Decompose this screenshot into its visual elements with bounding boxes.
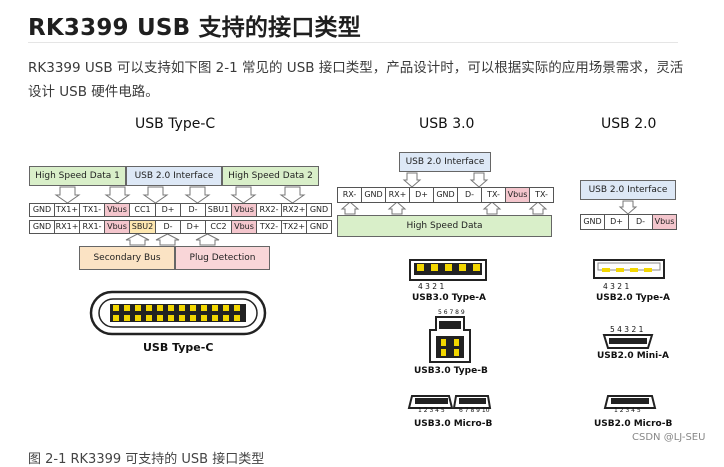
pin: GND [433, 187, 457, 203]
usb30-pin-row: RX- GND RX+ D+ GND D- TX- Vbus TX- [337, 187, 554, 203]
usb30-type-b-label: USB3.0 Type-B [414, 366, 488, 376]
pin: GND [29, 220, 54, 234]
pin: SBU2 [129, 220, 155, 234]
usb30-micro-b-pin-numbers-left: 1 2 3 4 5 [418, 407, 445, 414]
pin: D- [457, 187, 481, 203]
usb20-usb20-interface: USB 2.0 Interface [580, 180, 676, 200]
title-divider [28, 42, 678, 43]
pin: TX2- [256, 220, 281, 234]
pin: D- [180, 203, 205, 217]
pin: RX+ [385, 187, 409, 203]
figure-graphics [54, 172, 665, 409]
pin: Vbus [231, 220, 256, 234]
typec-heading: USB Type-C [135, 116, 216, 132]
pin: RX1+ [54, 220, 79, 234]
typec-high-speed-data-2: High Speed Data 2 [222, 166, 319, 186]
figure-caption: 图 2-1 RK3399 可支持的 USB 接口类型 [28, 452, 265, 467]
usb20-type-a-drawing [593, 259, 665, 279]
usb20-heading: USB 2.0 [601, 116, 657, 132]
pin: Vbus [104, 220, 129, 234]
pin: Vbus [231, 203, 256, 217]
usb30-type-a-label: USB3.0 Type-A [412, 293, 486, 303]
pin: D- [628, 214, 652, 230]
page-title: RK3399 USB 支持的接口类型 [28, 15, 361, 41]
typec-plug-detection: Plug Detection [175, 246, 270, 270]
usb20-top-arrow [618, 200, 638, 215]
pin: TX2+ [281, 220, 306, 234]
typec-pins-top [113, 305, 240, 311]
usb30-micro-b-label: USB3.0 Micro-B [414, 419, 493, 429]
typec-connector-drawing [89, 290, 267, 336]
usb30-type-a-pin-numbers: 4 3 2 1 [418, 282, 445, 291]
usb30-type-b-pin-numbers: 5 6 7 8 9 [438, 309, 465, 316]
usb20-micro-b-drawing [603, 395, 657, 409]
typec-secondary-bus: Secondary Bus [79, 246, 175, 270]
usb30-top-arrows [402, 172, 489, 188]
pin: RX- [337, 187, 361, 203]
pin: GND [29, 203, 54, 217]
usb30-type-b-drawing [429, 316, 471, 363]
usb20-mini-a-drawing [602, 334, 654, 349]
typec-bottom-arrows [125, 233, 220, 246]
pin: CC2 [205, 220, 231, 234]
usb30-micro-b-drawing [407, 395, 492, 409]
pin: RX1- [79, 220, 104, 234]
pin: GND [306, 220, 332, 234]
pin: D+ [155, 203, 180, 217]
usb30-micro-b-pin-numbers-right: 6 7 8 9 10 [459, 407, 490, 414]
pin: D+ [180, 220, 205, 234]
typec-pins-bottom [113, 315, 240, 321]
pin: CC1 [129, 203, 155, 217]
pin: D- [155, 220, 180, 234]
usb30-usb20-interface: USB 2.0 Interface [399, 152, 491, 172]
typec-pin-row-1: GND TX1+ TX1- Vbus CC1 D+ D- SBU1 Vbus R… [29, 203, 332, 217]
pin: Vbus [505, 187, 529, 203]
typec-high-speed-data-1: High Speed Data 1 [29, 166, 126, 186]
usb20-pin-row: GND D+ D- Vbus [580, 214, 677, 230]
usb30-high-speed-data: High Speed Data [337, 215, 552, 237]
usb30-bottom-arrows [340, 201, 548, 215]
pin: GND [306, 203, 332, 217]
pin: SBU1 [205, 203, 231, 217]
usb20-type-a-pin-numbers: 4 3 2 1 [603, 282, 630, 291]
pin: TX- [529, 187, 554, 203]
typec-connector-label: USB Type-C [143, 341, 214, 354]
usb30-type-a-drawing [409, 259, 487, 281]
usb20-mini-a-label: USB2.0 Mini-A [597, 351, 669, 361]
pin: TX1- [79, 203, 104, 217]
pin: GND [361, 187, 385, 203]
typec-pin-row-2: GND RX1+ RX1- Vbus SBU2 D- D+ CC2 Vbus T… [29, 220, 332, 234]
typec-usb20-interface: USB 2.0 Interface [126, 166, 222, 186]
usb30-heading: USB 3.0 [419, 116, 475, 132]
usb20-micro-b-pin-numbers: 1 2 3 4 5 [614, 407, 641, 414]
pin: D+ [604, 214, 628, 230]
pin: Vbus [104, 203, 129, 217]
intro-paragraph: RK3399 USB 可以支持如下图 2-1 常见的 USB 接口类型，产品设计… [28, 60, 684, 100]
usb20-type-a-label: USB2.0 Type-A [596, 293, 670, 303]
usb20-micro-b-label: USB2.0 Micro-B [594, 419, 673, 429]
pin: RX2- [256, 203, 281, 217]
pin: Vbus [652, 214, 677, 230]
pin: D+ [409, 187, 433, 203]
pin: RX2+ [281, 203, 306, 217]
csdn-watermark: CSDN @LJ-SEU [632, 432, 706, 443]
pin: TX- [481, 187, 505, 203]
pin: GND [580, 214, 604, 230]
typec-top-arrows [54, 186, 306, 204]
pin: TX1+ [54, 203, 79, 217]
usb20-mini-a-pin-numbers: 5 4 3 2 1 [610, 325, 644, 334]
